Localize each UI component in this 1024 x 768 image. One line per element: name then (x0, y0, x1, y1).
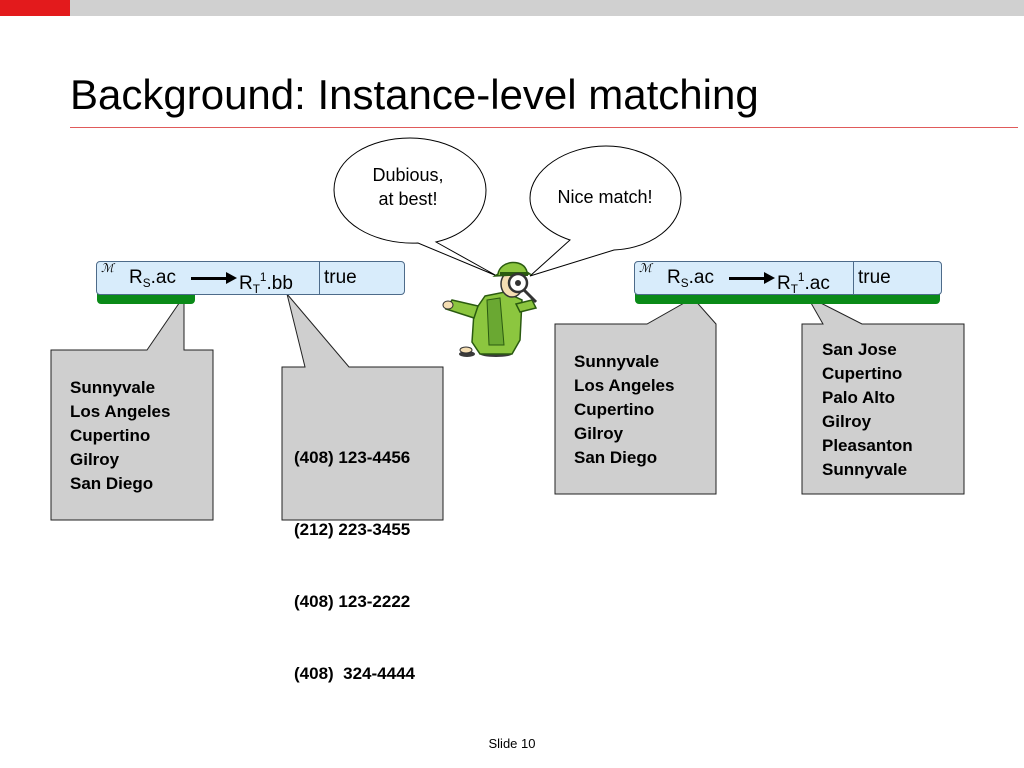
mapping-target: RT1.ac (777, 271, 830, 296)
list-item: Gilroy (574, 424, 624, 443)
slide-number: Slide 10 (488, 736, 536, 751)
speech-bubble-line: at best! (378, 189, 438, 209)
list-item: Cupertino (70, 426, 151, 445)
slide-title: Background: Instance-level matching (70, 71, 759, 118)
title-divider (70, 127, 1018, 128)
speech-bubble-dubious: Dubious, at best! (351, 163, 465, 211)
list-item: (212) 223-3455 (294, 520, 411, 539)
list-item: San Diego (574, 448, 658, 467)
mapping-row-2-underline (635, 294, 940, 304)
list-item: Sunnyvale (70, 378, 156, 397)
mapping-value: true (324, 267, 357, 288)
speech-bubble-1-shape (333, 137, 498, 277)
list-item: (408) 123-4456 (294, 448, 411, 467)
mapping-cell-divider (319, 262, 320, 294)
speech-bubble-line: Dubious, (372, 165, 444, 185)
mapping-arrow-icon (729, 272, 775, 284)
mapping-symbol: ℳ (101, 261, 114, 275)
list-item: Cupertino (574, 400, 655, 419)
mapping-row-2[interactable]: ℳ RS.ac RT1.ac true (634, 261, 942, 296)
list-item: (408) 324-4444 (294, 664, 415, 683)
mapping-source: RS.ac (129, 267, 176, 290)
list-item: Gilroy (822, 412, 872, 431)
callout-city-list-left: Sunnyvale Los Angeles Cupertino Gilroy S… (70, 376, 170, 496)
list-item: San Jose (822, 340, 897, 359)
callout-city-list-right-source: Sunnyvale Los Angeles Cupertino Gilroy S… (574, 350, 674, 470)
speech-bubble-nice-match: Nice match! (540, 185, 670, 209)
list-item: Los Angeles (70, 402, 171, 421)
mapping-arrow-icon (191, 272, 237, 284)
mapping-value: true (858, 267, 891, 288)
callout-phone-list: (408) 123-4456 (212) 223-3455 (408) 123-… (294, 398, 415, 710)
list-item: Sunnyvale (822, 460, 908, 479)
list-item: (408) 123-2222 (294, 592, 411, 611)
mapping-target: RT1.bb (239, 271, 293, 296)
list-item: Palo Alto (822, 388, 896, 407)
mapping-row-1-underline (97, 294, 195, 304)
magnifying-glass-icon (507, 272, 538, 304)
list-item: Los Angeles (574, 376, 675, 395)
callout-box-2-shape (281, 293, 444, 521)
detective-icon (442, 261, 538, 357)
callout-box-3-shape (554, 297, 717, 495)
mapping-cell-divider (853, 262, 854, 294)
speech-bubble-2-shape (529, 145, 682, 277)
list-item: Pleasanton (822, 436, 913, 455)
mapping-symbol: ℳ (639, 261, 652, 275)
list-item: Cupertino (822, 364, 903, 383)
mapping-source: RS.ac (667, 267, 714, 290)
callout-city-list-right-target: San Jose Cupertino Palo Alto Gilroy Plea… (822, 338, 913, 482)
callout-box-4-shape (801, 294, 965, 495)
list-item: San Diego (70, 474, 154, 493)
list-item: Gilroy (70, 450, 120, 469)
mapping-row-1[interactable]: ℳ RS.ac RT1.bb true (96, 261, 405, 296)
callout-box-1-shape (50, 294, 214, 521)
speech-bubble-line: Nice match! (557, 187, 653, 207)
top-accent-bar (0, 0, 70, 16)
list-item: Sunnyvale (574, 352, 660, 371)
top-gray-bar (70, 0, 1024, 16)
